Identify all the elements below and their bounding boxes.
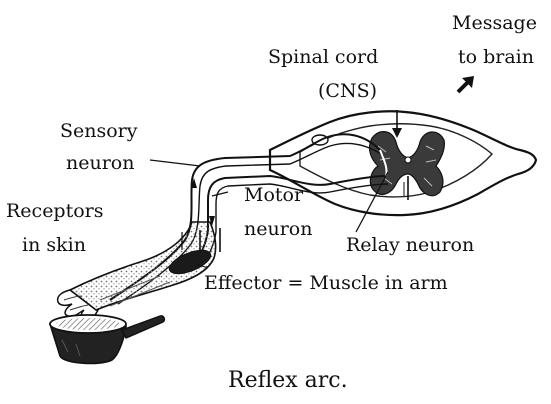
pan-handle <box>122 316 164 338</box>
spinal-cord-label-line1: Spinal cord <box>268 46 378 68</box>
relay-neuron-label: Relay neuron <box>346 234 474 256</box>
sensory-neuron-label-line1: Sensory <box>60 120 138 142</box>
arm <box>70 222 220 310</box>
figure-caption: Reflex arc. <box>228 368 348 394</box>
spinal-cord-section <box>270 110 536 215</box>
message-label-line1: Message <box>452 12 537 34</box>
receptors-label-line1: Receptors <box>6 200 104 222</box>
motor-neuron-label-line2: neuron <box>244 218 312 240</box>
sensory-neuron-label-line2: neuron <box>66 152 134 174</box>
sensory-leader <box>150 160 200 166</box>
spinal-cord-label-line2: (CNS) <box>318 80 377 102</box>
central-canal <box>405 157 411 163</box>
hot-pan <box>50 315 164 363</box>
motor-leader <box>212 192 228 196</box>
receptors-label-line2: in skin <box>22 234 86 256</box>
effector-label: Effector = Muscle in arm <box>204 272 448 294</box>
message-arrow <box>458 76 474 92</box>
message-label-line2: to brain <box>458 46 534 68</box>
motor-neuron-label-line1: Motor <box>244 184 303 206</box>
